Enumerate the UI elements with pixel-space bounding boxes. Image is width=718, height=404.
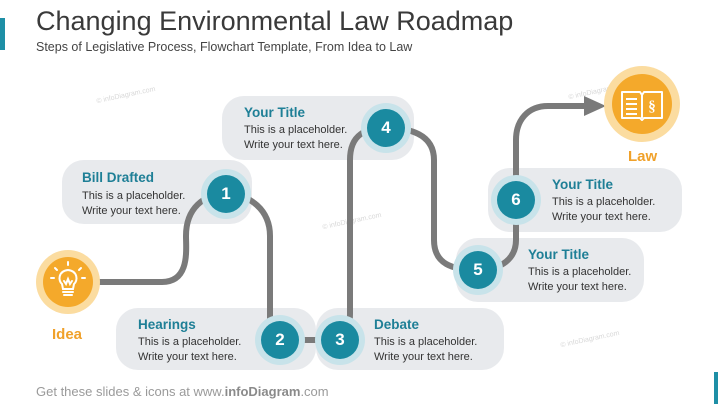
step-title: Hearings (138, 317, 196, 332)
step-text-line: This is a placeholder. (138, 336, 242, 348)
step-marker-2: 2 (255, 315, 305, 365)
step-text-line: This is a placeholder. (528, 266, 632, 278)
step-text-line: Write your text here. (82, 205, 181, 217)
footer-brand: infoDiagram (224, 384, 301, 399)
footer-suffix: .com (300, 384, 329, 399)
step-title: Bill Drafted (82, 170, 155, 185)
law-book-icon: § (621, 91, 663, 121)
step-text-line: This is a placeholder. (82, 190, 186, 202)
footer-credit: Get these slides & icons at www.infoDiag… (36, 384, 329, 399)
page-subtitle: Steps of Legislative Process, Flowchart … (36, 40, 413, 54)
step-text-line: Write your text here. (528, 281, 627, 293)
step-number: 3 (321, 321, 359, 359)
page-title: Changing Environmental Law Roadmap (36, 6, 514, 36)
lightbulb-icon (50, 261, 86, 296)
step-text-line: Write your text here. (374, 351, 473, 363)
step-text-line: Write your text here. (138, 351, 237, 363)
step-marker-6: 6 (491, 175, 541, 225)
step-marker-5: 5 (453, 245, 503, 295)
step-title: Your Title (244, 105, 306, 120)
step-text-line: Write your text here. (552, 211, 651, 223)
step-text-line: Write your text here. (244, 139, 343, 151)
right-accent-bar (714, 372, 718, 404)
step-marker-4: 4 (361, 103, 411, 153)
step-text-line: This is a placeholder. (552, 196, 656, 208)
law-label: Law (628, 148, 658, 165)
step-number: 6 (497, 181, 535, 219)
path-arrowhead (584, 96, 606, 116)
svg-text:§: § (648, 99, 656, 115)
step-marker-3: 3 (315, 315, 365, 365)
step-number: 2 (261, 321, 299, 359)
footer-prefix: Get these slides & icons at www. (36, 384, 225, 399)
step-title: Debate (374, 317, 420, 332)
law-circle: § (604, 66, 680, 142)
idea-circle (36, 250, 100, 314)
step-marker-1: 1 (201, 169, 251, 219)
step-text-line: This is a placeholder. (374, 336, 478, 348)
step-title: Your Title (528, 247, 590, 262)
step-number: 5 (459, 251, 497, 289)
step-number: 1 (207, 175, 245, 213)
left-accent-bar (0, 18, 5, 50)
step-text-line: This is a placeholder. (244, 124, 348, 136)
step-title: Your Title (552, 177, 614, 192)
idea-label: Idea (52, 326, 83, 343)
step-number: 4 (367, 109, 405, 147)
